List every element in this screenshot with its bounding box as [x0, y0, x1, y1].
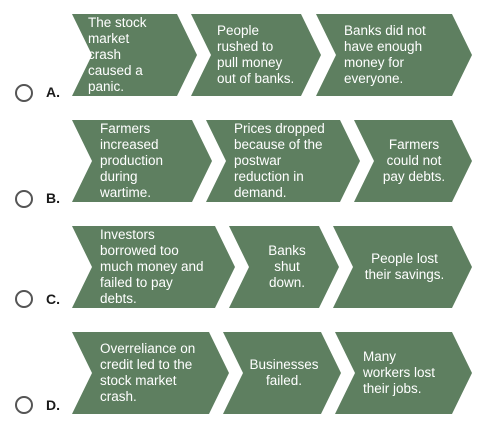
chevron-step: Banks did not have enough money for ever…	[316, 14, 472, 96]
radio-button-d[interactable]	[15, 396, 33, 414]
chevron-step-text: The stock market crash caused a panic.	[88, 15, 147, 94]
chevron-step-text: Farmers increased production during wart…	[100, 121, 164, 200]
radio-button-c[interactable]	[15, 290, 33, 308]
option-letter: D.	[46, 397, 60, 413]
option-letter: B.	[46, 190, 60, 206]
chevron-step-text: People rushed to pull money out of banks…	[217, 23, 295, 86]
option-a[interactable]: The stock market crash caused a panic. P…	[0, 0, 486, 106]
chevron-step: Banks shut down.	[229, 226, 339, 308]
option-b[interactable]: Farmers increased production during wart…	[0, 106, 486, 212]
chevron-step-text: People lost their savings.	[364, 251, 445, 282]
option-letter: A.	[46, 84, 60, 100]
chevron-step-text: Investors borrowed too much money and fa…	[100, 227, 204, 306]
chevron-step: Prices dropped because of the postwar re…	[206, 120, 360, 202]
chevron-step-text: Prices dropped because of the postwar re…	[234, 121, 325, 200]
chevron-step-text: Farmers could not pay debts.	[382, 137, 446, 184]
radio-button-b[interactable]	[15, 190, 33, 208]
chevron-step: Many workers lost their jobs.	[335, 332, 472, 414]
chevron-step: People lost their savings.	[333, 226, 472, 308]
chevron-step: Investors borrowed too much money and fa…	[72, 226, 235, 308]
chevron-step-text: Businesses failed.	[249, 357, 319, 388]
chevron-step-text: Banks shut down.	[268, 243, 306, 290]
chevron-step-text: Overreliance on credit led to the stock …	[100, 341, 196, 404]
option-letter: C.	[46, 291, 60, 307]
chevron-step: Farmers increased production during wart…	[72, 120, 212, 202]
chevron-step-text: Banks did not have enough money for ever…	[344, 23, 426, 86]
chevron-step-text: Many workers lost their jobs.	[363, 349, 436, 396]
chevron-step: Farmers could not pay debts.	[354, 120, 472, 202]
chevron-step: Businesses failed.	[223, 332, 341, 414]
option-d[interactable]: Overreliance on credit led to the stock …	[0, 318, 486, 424]
radio-button-a[interactable]	[15, 84, 33, 102]
chevron-step: The stock market crash caused a panic.	[72, 14, 197, 96]
chevron-step: People rushed to pull money out of banks…	[191, 14, 321, 96]
chevron-step: Overreliance on credit led to the stock …	[72, 332, 229, 414]
option-c[interactable]: Investors borrowed too much money and fa…	[0, 212, 486, 318]
